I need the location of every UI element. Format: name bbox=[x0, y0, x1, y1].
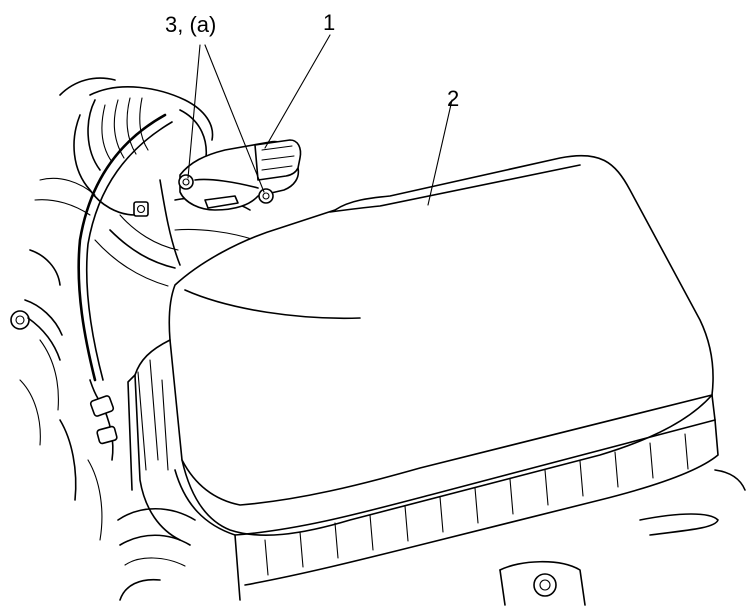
engine-background bbox=[10, 77, 256, 601]
callout-air-cleaner-case: 2 bbox=[447, 86, 459, 111]
leader-lines bbox=[187, 34, 453, 206]
housing-ribs bbox=[137, 359, 689, 576]
screw-right bbox=[258, 188, 274, 204]
air-cleaner-case bbox=[127, 154, 746, 606]
callout-sensor: 1 bbox=[323, 10, 335, 35]
callout-screws: 3, (a) bbox=[165, 12, 216, 37]
screw-left bbox=[178, 174, 194, 190]
sensor-assembly bbox=[178, 139, 302, 211]
